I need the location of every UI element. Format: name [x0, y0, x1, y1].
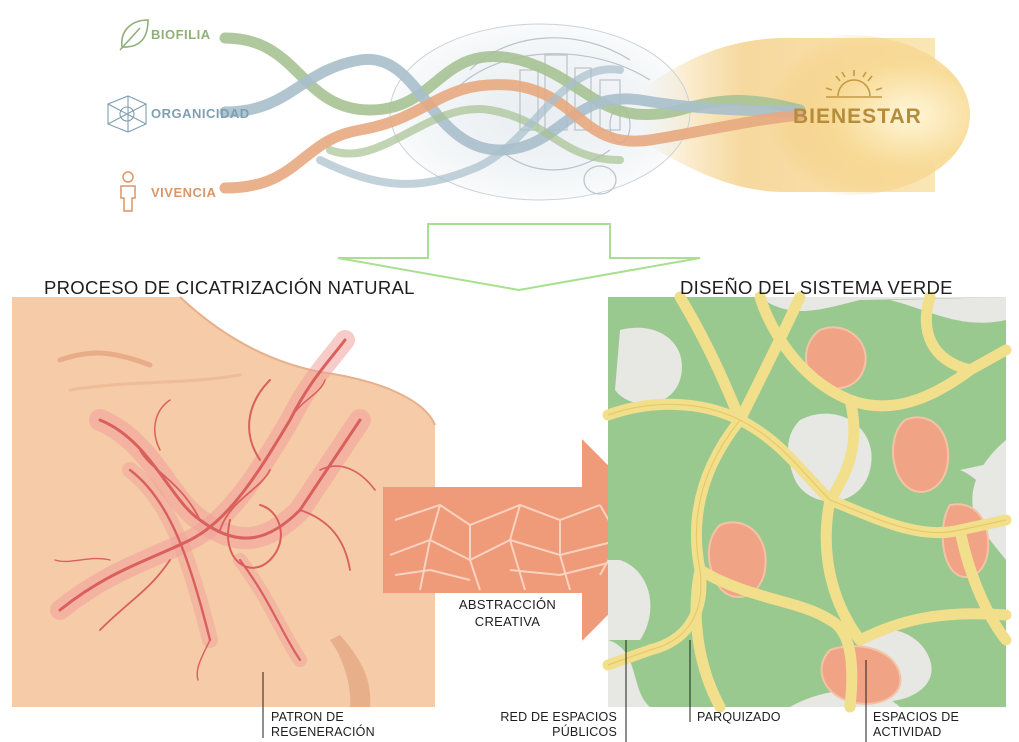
callout-espacios: ESPACIOS DE ACTIVIDAD: [873, 710, 959, 740]
callout-red: RED DE ESPACIOS PÚBLICOS: [492, 710, 617, 740]
network-icon: [108, 96, 146, 132]
factor-vivencia-label: VIVENCIA: [151, 185, 216, 200]
callout-parquizado: PARQUIZADO: [697, 710, 781, 725]
callout-patron-line2: REGENERACIÓN: [271, 725, 375, 740]
callout-patron-line1: PATRON DE: [271, 710, 375, 725]
callout-red-line1: RED DE ESPACIOS: [492, 710, 617, 725]
abstraction-label: ABSTRACCIÓN CREATIVA: [445, 596, 570, 630]
callout-espacios-line1: ESPACIOS DE: [873, 710, 959, 725]
callout-espacios-line2: ACTIVIDAD: [873, 725, 959, 740]
callout-patron: PATRON DE REGENERACIÓN: [271, 710, 375, 740]
abstraction-label-line1: ABSTRACCIÓN: [445, 596, 570, 613]
abstraction-label-line2: CREATIVA: [445, 613, 570, 630]
leaf-icon: [120, 20, 148, 50]
callout-parquizado-line1: PARQUIZADO: [697, 710, 781, 725]
result-bienestar-label: BIENESTAR: [793, 105, 922, 129]
factor-organicidad-label: ORGANICIDAD: [151, 106, 250, 121]
factor-biofilia-label: BIOFILIA: [151, 27, 211, 42]
callout-red-line2: PÚBLICOS: [492, 725, 617, 740]
left-section-title: PROCESO DE CICATRIZACIÓN NATURAL: [44, 277, 415, 299]
person-icon: [121, 172, 135, 211]
right-section-title: DISEÑO DEL SISTEMA VERDE: [680, 277, 953, 299]
